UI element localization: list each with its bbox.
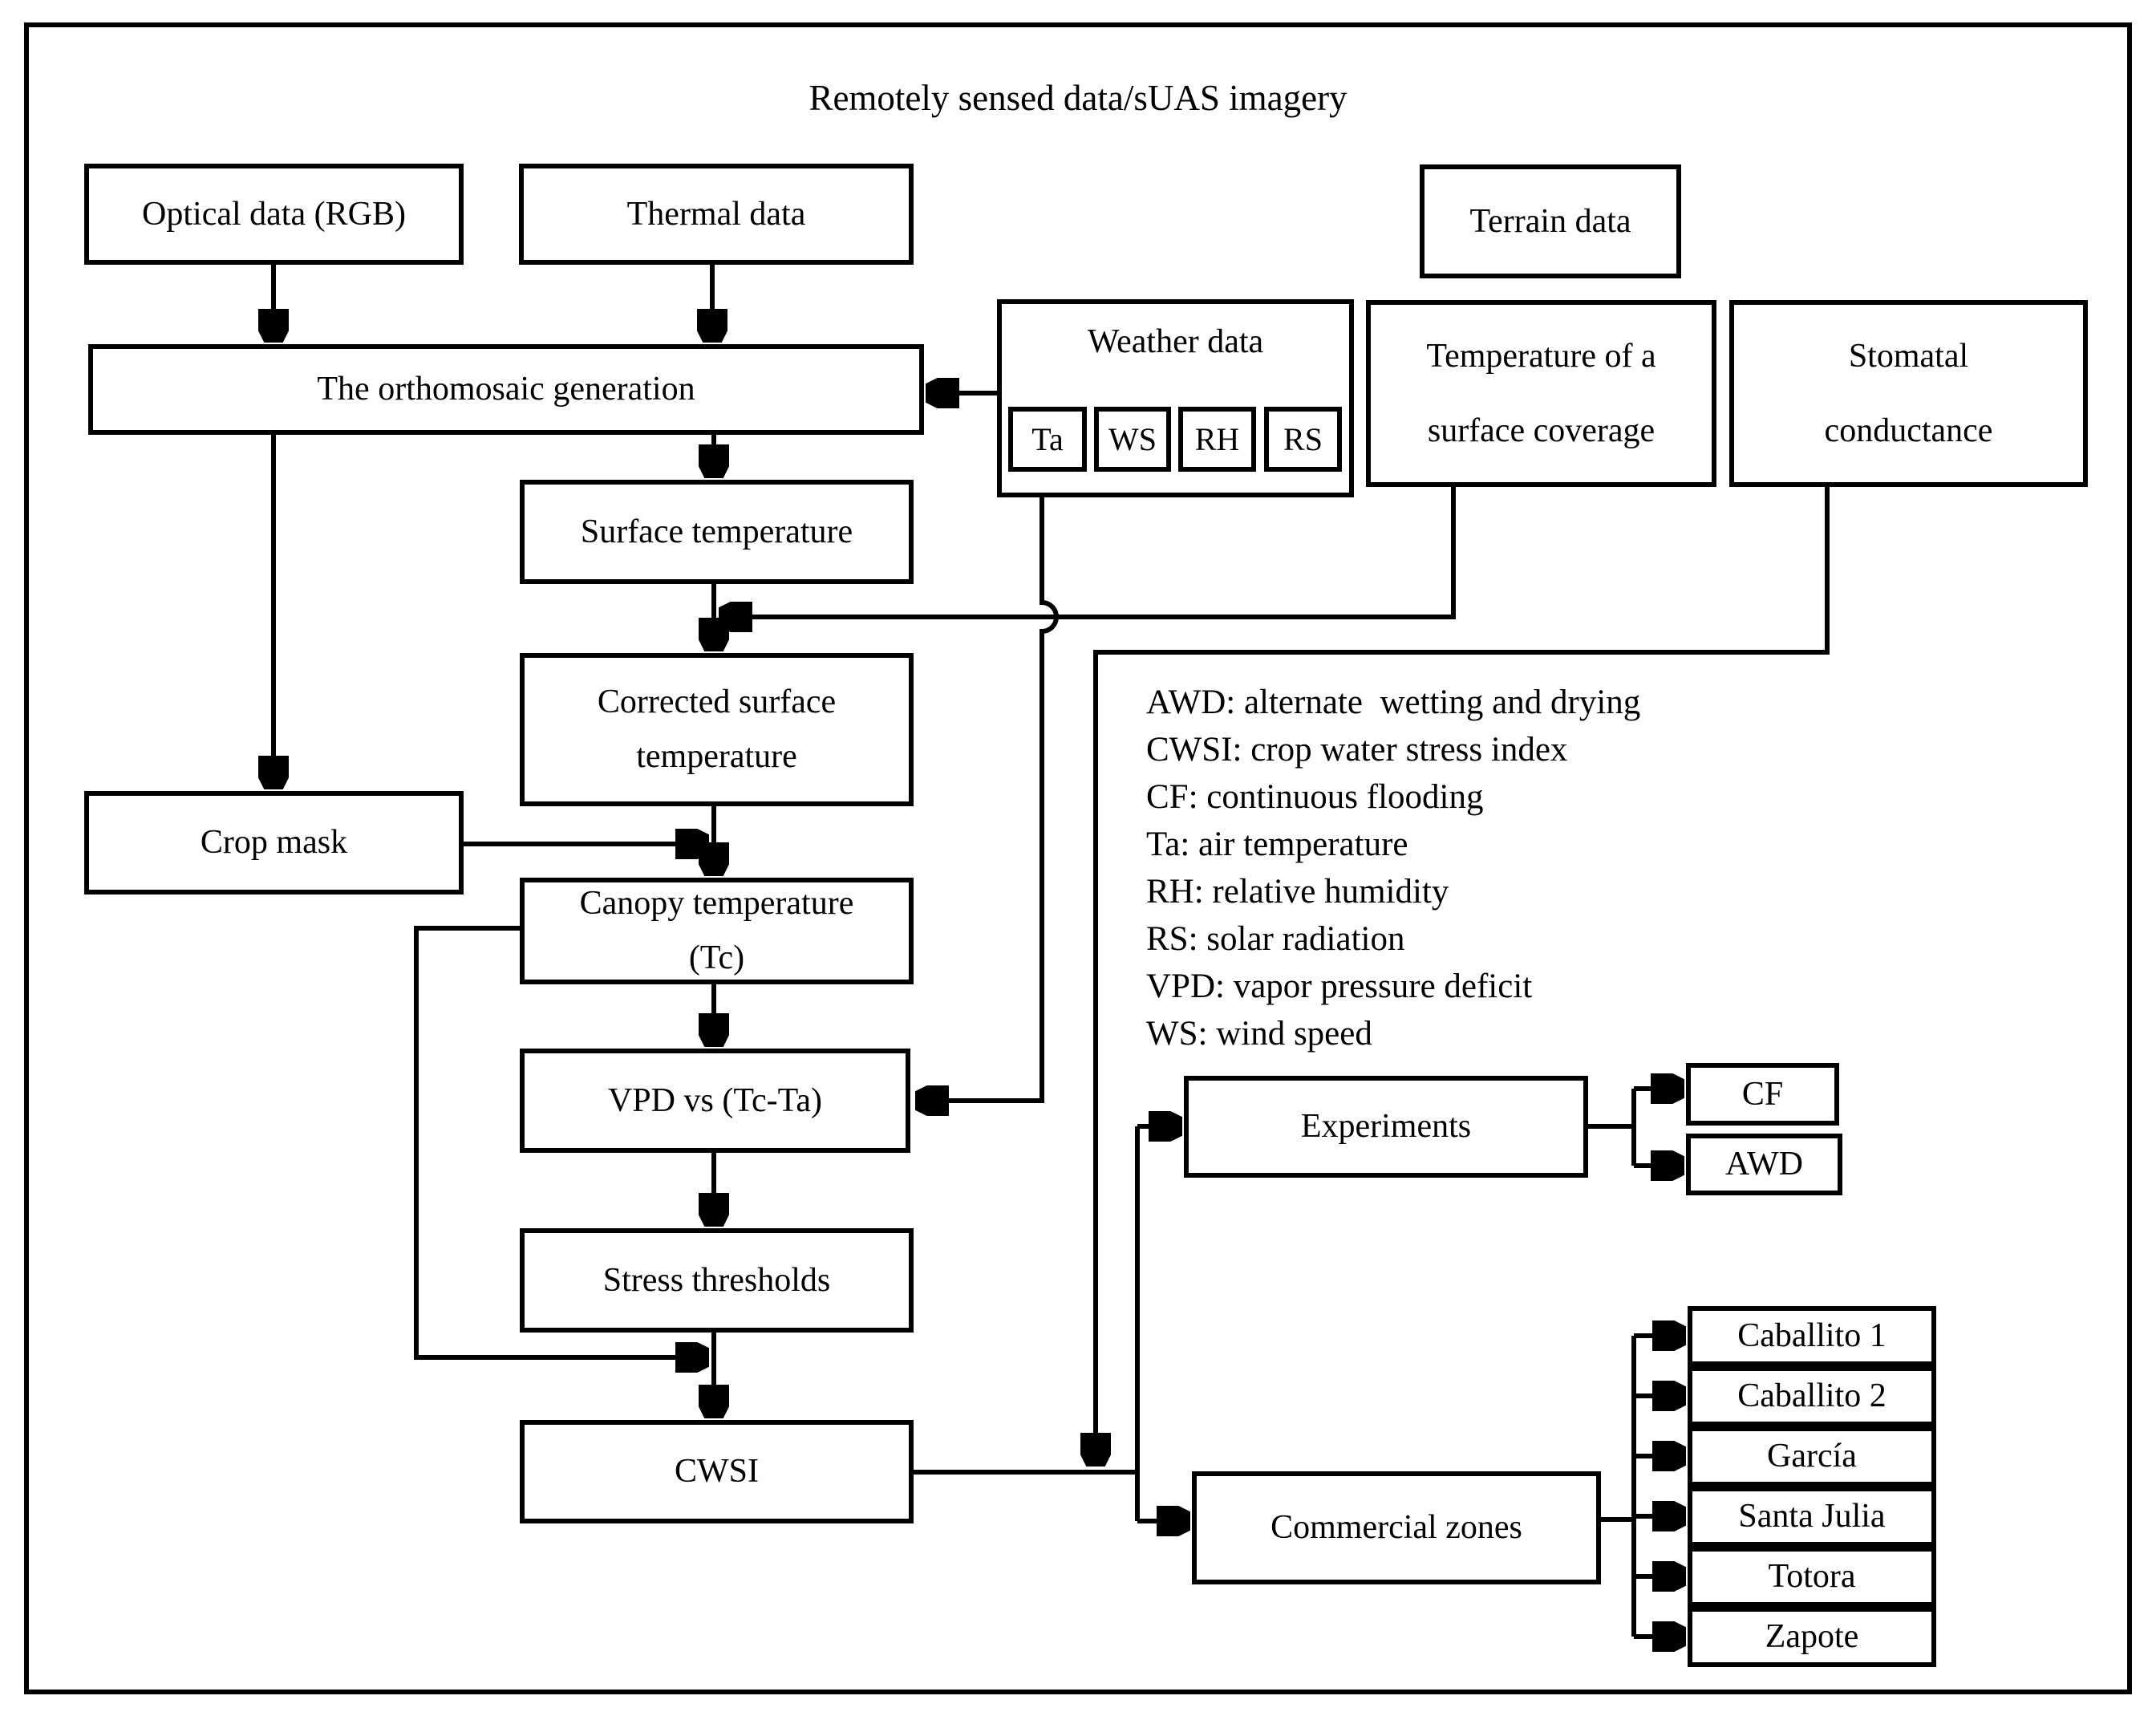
node-stomatal-conductance: Stomatal conductance bbox=[1729, 300, 2088, 487]
node-cf: CF bbox=[1686, 1063, 1839, 1126]
node-crop-mask: Crop mask bbox=[84, 791, 464, 895]
diagram-title: Remotely sensed data/sUAS imagery bbox=[808, 78, 1348, 118]
node-zone-caballito-2: Caballito 2 bbox=[1688, 1366, 1936, 1426]
edge-stomatal-to-cwsi-line bbox=[1096, 487, 1830, 1463]
node-awd: AWD bbox=[1686, 1134, 1842, 1195]
node-vpd-vs-tc-ta: VPD vs (Tc-Ta) bbox=[520, 1049, 910, 1153]
edge-weather-to-vpd-with-hop bbox=[918, 497, 1059, 1101]
node-experiments: Experiments bbox=[1184, 1076, 1588, 1178]
node-terrain-data: Terrain data bbox=[1420, 164, 1681, 278]
edge-temp-coverage-to-corrected bbox=[722, 487, 1456, 617]
legend-line-rs: RS: solar radiation bbox=[1146, 920, 1405, 958]
legend-line-ws: WS: wind speed bbox=[1146, 1015, 1372, 1053]
node-zone-santa-julia: Santa Julia bbox=[1688, 1487, 1936, 1547]
node-commercial-zones: Commercial zones bbox=[1192, 1471, 1601, 1584]
legend-line-awd: AWD: alternate wetting and drying bbox=[1146, 684, 1641, 721]
node-zone-totora: Totora bbox=[1688, 1547, 1936, 1607]
node-orthomosaic-generation: The orthomosaic generation bbox=[88, 344, 924, 435]
node-corrected-surface-temperature: Corrected surface temperature bbox=[520, 653, 914, 806]
legend-line-rh: RH: relative humidity bbox=[1146, 873, 1449, 911]
node-optical-data: Optical data (RGB) bbox=[84, 164, 464, 265]
legend-line-cf: CF: continuous flooding bbox=[1146, 778, 1484, 816]
node-weather-rh: RH bbox=[1178, 407, 1256, 472]
node-zone-caballito-1: Caballito 1 bbox=[1688, 1306, 1936, 1366]
node-thermal-data: Thermal data bbox=[519, 164, 914, 265]
weather-data-label: Weather data bbox=[1087, 323, 1264, 360]
node-weather-ws: WS bbox=[1094, 407, 1171, 472]
diagram-frame bbox=[24, 22, 2132, 1694]
edge-canopy-loop-to-cwsi-junction bbox=[414, 926, 706, 1357]
legend-line-cwsi: CWSI: crop water stress index bbox=[1146, 731, 1568, 769]
node-weather-rs: RS bbox=[1264, 407, 1342, 472]
abbreviation-legend: AWD: alternate wetting and drying CWSI: … bbox=[1146, 679, 1640, 1057]
node-stress-thresholds: Stress thresholds bbox=[520, 1228, 914, 1333]
node-surface-temperature: Surface temperature bbox=[520, 480, 914, 584]
node-zone-garcia: García bbox=[1688, 1426, 1936, 1487]
node-cwsi: CWSI bbox=[520, 1420, 914, 1523]
node-zone-zapote: Zapote bbox=[1688, 1607, 1936, 1667]
node-weather-ta: Ta bbox=[1008, 407, 1087, 472]
node-canopy-temperature: Canopy temperature (Tc) bbox=[520, 878, 914, 984]
legend-line-ta: Ta: air temperature bbox=[1146, 826, 1408, 863]
node-temperature-surface-coverage: Temperature of a surface coverage bbox=[1366, 300, 1716, 487]
legend-line-vpd: VPD: vapor pressure deficit bbox=[1146, 968, 1533, 1005]
